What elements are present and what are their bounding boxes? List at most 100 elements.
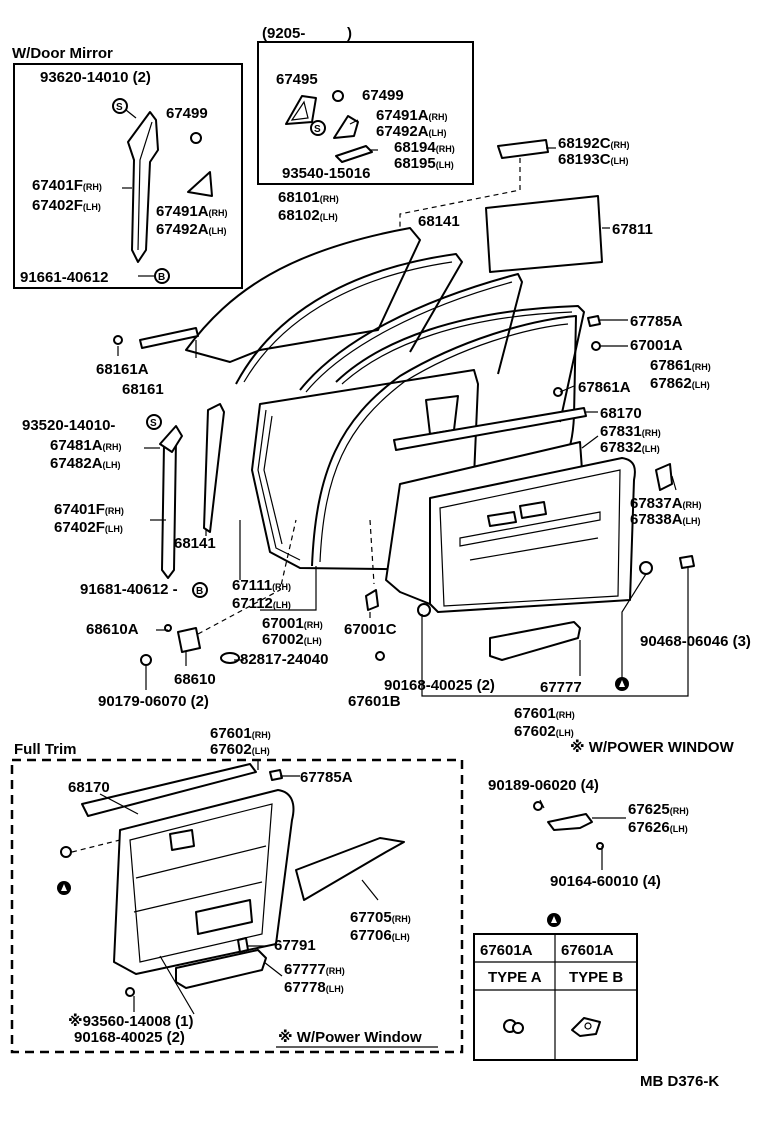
part-label-67785a: 67785A: [300, 769, 353, 786]
svg-text:B: B: [158, 272, 165, 283]
type-table: 67601A 67601A TYPE A TYPE B: [473, 913, 638, 1061]
clip-type-b-icon: [571, 1017, 601, 1037]
part-label-67401f: 67401F(RH): [54, 501, 124, 518]
part-labels: 93620-14010 (2)6749967401F(RH)67402F(LH)…: [20, 69, 751, 1046]
corner-piece-67481a-part: [159, 425, 183, 453]
door-mirror-inset-box: [13, 63, 243, 289]
seal-68194-part: [335, 145, 373, 163]
part-label-67111: 67111(RH): [232, 577, 291, 594]
part-label-67601b: 67601B: [348, 693, 401, 710]
part-label-9016840025: 90168-40025 (2): [74, 1029, 185, 1046]
part-label-8281724040: 82817-24040: [240, 651, 328, 668]
part-label-9046806046: 90468-06046 (3): [640, 633, 751, 650]
part-label-67811: 67811: [612, 221, 653, 238]
part-label-68195: 68195(LH): [394, 155, 454, 172]
part-label-67499: 67499: [166, 105, 208, 122]
clip-67785a-part: [587, 315, 601, 327]
full-trim-inset-title: Full Trim: [14, 741, 77, 758]
belt-moulding-part: [393, 407, 587, 451]
screw-s-icon: S: [146, 414, 162, 430]
part-label-67838a: 67838A(LH): [630, 511, 701, 528]
part-label-67625: 67625(RH): [628, 801, 689, 818]
part-label-67777: 67777(RH): [284, 961, 345, 978]
mirror-base-67495-part: [285, 95, 317, 125]
type-table-header-1: 67601A: [480, 942, 533, 959]
type-table-header-2: 67601A: [561, 942, 614, 959]
part-label-67492a: 67492A(LH): [156, 221, 227, 238]
part-label-68610: 68610: [174, 671, 216, 688]
svg-text:S: S: [314, 124, 321, 135]
drawing-code: MB D376-K: [640, 1073, 719, 1090]
part-label-9166140612: 91661-40612: [20, 269, 108, 286]
door-mirror-inset-title: W/Door Mirror: [12, 45, 113, 62]
part-label-67602: 67602(LH): [514, 723, 574, 740]
full-trim-belt-moulding-part: [81, 763, 257, 817]
triangle-marker-icon: [615, 677, 629, 691]
part-label-9352014010: 93520-14010-: [22, 417, 115, 434]
mirror-corner-garnish-part: [127, 111, 159, 263]
part-label-67837a: 67837A(RH): [630, 495, 702, 512]
part-label-67791: 67791: [274, 937, 316, 954]
type-table-type-b: TYPE B: [569, 969, 623, 986]
bolt-b-icon: B: [192, 582, 208, 598]
triangle-marker-icon: [57, 881, 71, 895]
part-label-67481a: 67481A(RH): [50, 437, 122, 454]
part-label-9354015016: 93540-15016: [282, 165, 370, 182]
part-label-67777: 67777: [540, 679, 582, 696]
power-window-note: ※ W/POWER WINDOW: [570, 738, 735, 756]
part-label-68101: 68101(RH): [278, 189, 339, 206]
part-label-68193c: 68193C(LH): [558, 151, 629, 168]
part-label-67626: 67626(LH): [628, 819, 688, 836]
full-trim-armrest-part: [175, 949, 267, 989]
type-table-type-a: TYPE A: [488, 969, 542, 986]
screw-s-icon: S: [310, 120, 326, 136]
door-frame-upper-part: [299, 273, 523, 391]
part-label-68102: 68102(LH): [278, 207, 338, 224]
part-label-67499: 67499: [362, 87, 404, 104]
part-label-67402f: 67402F(LH): [32, 197, 101, 214]
date-range-inset-title: (9205- ): [262, 25, 352, 42]
part-label-67601: 67601(RH): [514, 705, 575, 722]
door-trim-board-part: [429, 457, 636, 613]
mirror-cover-part: [187, 171, 213, 197]
date-range-inset-box: [257, 41, 474, 185]
part-label-9016840025: 90168-40025 (2): [384, 677, 495, 694]
door-glass-part: [185, 227, 421, 363]
pull-handle-67625-part: [547, 813, 593, 831]
part-label-67491a: 67491A(RH): [156, 203, 228, 220]
part-label-67002: 67002(LH): [262, 631, 322, 648]
part-label-68194: 68194(RH): [394, 139, 455, 156]
part-label-67001: 67001(RH): [262, 615, 323, 632]
svg-text:S: S: [150, 418, 157, 429]
part-label-67001a: 67001A: [630, 337, 683, 354]
door-pocket-part: [425, 395, 459, 435]
door-check-part: [177, 627, 201, 653]
clip-type-a-icon: [503, 1019, 524, 1034]
part-label-67402f: 67402F(LH): [54, 519, 123, 536]
part-label-68610a: 68610A: [86, 621, 139, 638]
clip-67499b-part: [332, 90, 344, 102]
full-trim-inset-box: [10, 758, 464, 1054]
part-label-68170: 68170: [600, 405, 642, 422]
part-label-67492a: 67492A(LH): [376, 123, 447, 140]
part-label-67491a: 67491A(RH): [376, 107, 448, 124]
svg-text:S: S: [116, 102, 123, 113]
screw-s-icon: S: [112, 98, 128, 114]
clip-67499-part: [190, 132, 202, 144]
part-label-67706: 67706(LH): [350, 927, 410, 944]
part-label-68141: 68141: [174, 535, 216, 552]
part-label-67601: 67601(RH): [210, 725, 271, 742]
armrest-part: [489, 621, 581, 661]
part-label-67705: 67705(RH): [350, 909, 411, 926]
channel-68141-lower-part: [203, 403, 225, 533]
bolt-b-icon: B: [154, 268, 170, 284]
part-label-67861: 67861(RH): [650, 357, 711, 374]
part-label-67001c: 67001C: [344, 621, 397, 638]
part-label-68141: 68141: [418, 213, 460, 230]
part-label-67778: 67778(LH): [284, 979, 344, 996]
part-label-67482a: 67482A(LH): [50, 455, 121, 472]
rear-channel-part: [161, 433, 177, 579]
outer-strip-part: [139, 327, 199, 349]
part-label-67785a: 67785A: [630, 313, 683, 330]
